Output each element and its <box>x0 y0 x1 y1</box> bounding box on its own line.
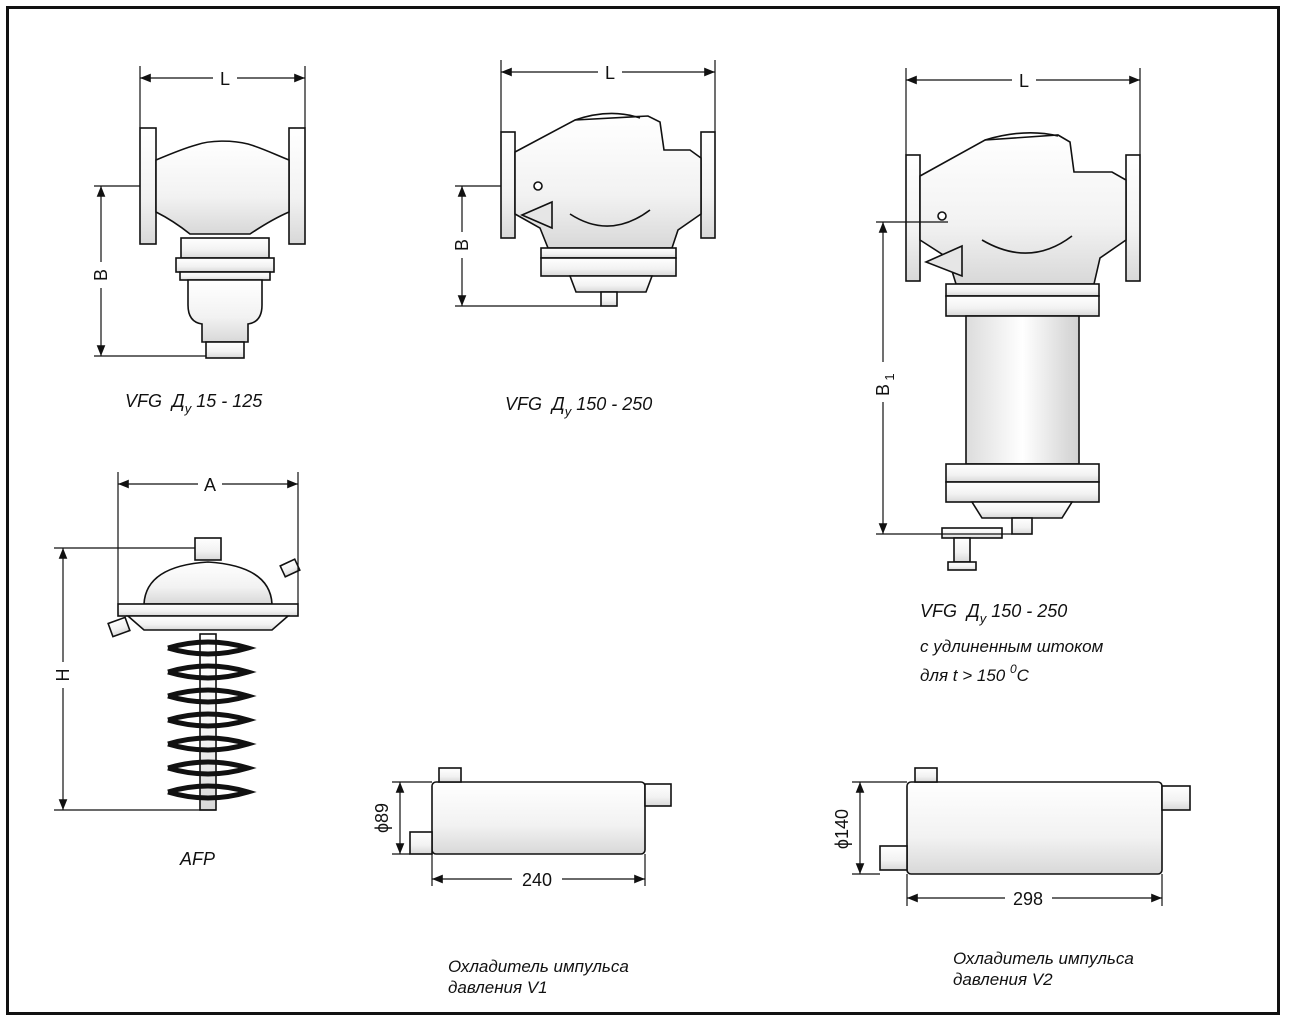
dim-label-B1: B 1 <box>873 373 897 396</box>
caption-vfg-extended: VFG Ду 150 - 250 с удлиненным штоком для… <box>920 601 1104 685</box>
svg-text:B: B <box>873 384 893 396</box>
dimensions-cooler-v1 <box>392 781 646 886</box>
dim-label-H: H <box>53 669 73 682</box>
dim-label-d89: ϕ89 <box>372 803 392 833</box>
caption-afp: AFP <box>180 849 216 869</box>
dim-label-d140: ϕ140 <box>832 809 852 849</box>
dim-label-L: L <box>220 69 230 89</box>
dimensions-vfg-extended <box>876 68 1141 535</box>
dim-label-L-large: L <box>605 63 615 83</box>
dim-label-L-extended: L <box>1019 71 1029 91</box>
dim-label-240: 240 <box>522 870 552 890</box>
cooler-v1 <box>409 767 672 855</box>
caption-vfg-large: VFG Ду 150 - 250 <box>505 394 653 419</box>
dimensions-vfg-small <box>94 66 306 357</box>
drawing-frame <box>6 6 1280 1015</box>
dim-label-A: A <box>204 475 216 495</box>
caption-vfg-small: VFG Ду 15 - 125 <box>125 391 263 416</box>
dim-label-298: 298 <box>1013 889 1043 909</box>
svg-text:1: 1 <box>882 373 897 380</box>
dimensions-cooler-v2 <box>852 781 1163 906</box>
caption-cooler-v2: Охладитель импульса давления V2 <box>953 949 1134 989</box>
dimensions-afp <box>54 472 299 811</box>
caption-cooler-v1: Охладитель импульса давления V1 <box>448 957 629 997</box>
cooler-v2 <box>879 767 1191 875</box>
actuator-afp <box>107 537 301 811</box>
dim-label-B: B <box>91 269 111 281</box>
dimensions-vfg-large <box>455 60 716 307</box>
valve-vfg-large <box>500 112 716 307</box>
valve-vfg-extended <box>905 132 1141 571</box>
valve-vfg-small <box>139 127 306 359</box>
dim-label-B-large: B <box>452 239 472 251</box>
